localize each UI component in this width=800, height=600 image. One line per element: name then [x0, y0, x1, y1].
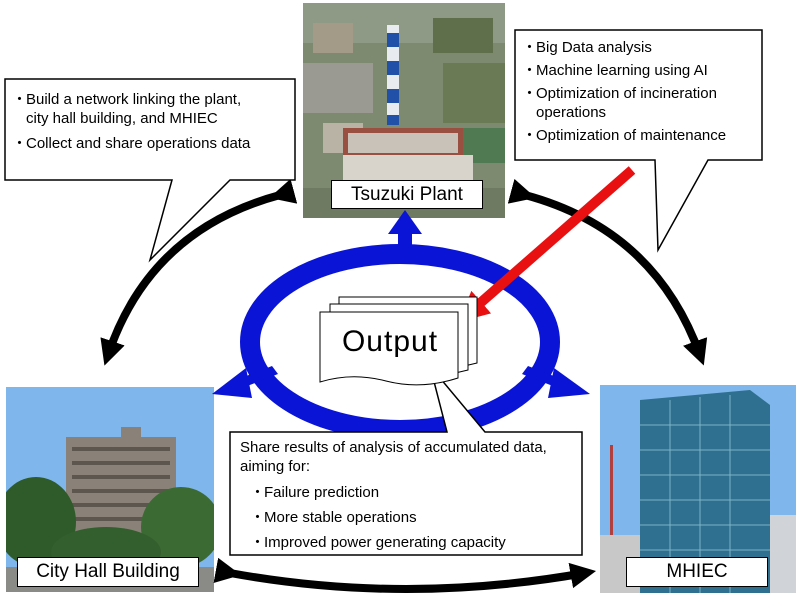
- left-callout-item: ・ Build a network linking the plant, cit…: [12, 90, 292, 128]
- right-callout-item: ・ Optimization of maintenance: [522, 126, 760, 145]
- cycle-arrow-cityhall-mhiec: [213, 557, 597, 593]
- cycle-arrows: [100, 178, 708, 593]
- right-callout-item-text: Optimization of incineration operations: [536, 85, 717, 121]
- left-callout-item-text: Collect and share operations data: [26, 135, 251, 152]
- bottom-callout: Share results of analysis of accumulated…: [240, 438, 576, 552]
- bullet-mark: ・: [250, 534, 266, 551]
- left-callout-box: [4, 78, 296, 263]
- bullet-mark: ・: [250, 484, 266, 501]
- ring-arrow-up: [398, 232, 412, 256]
- bottom-callout-box: [229, 365, 583, 556]
- output-label: Output: [341, 325, 439, 358]
- tsuzuki-plant-label: Tsuzuki Plant: [331, 180, 483, 209]
- bottom-callout-item-text: More stable operations: [264, 509, 417, 526]
- right-callout-box: [514, 29, 763, 253]
- bottom-callout-item: ・ More stable operations: [250, 508, 576, 527]
- right-callout-item: ・ Big Data analysis: [522, 38, 760, 57]
- right-callout: ・ Big Data analysis ・ Machine learning u…: [522, 38, 760, 145]
- ring-arrow-right-head: [548, 368, 590, 398]
- cycle-arrow-plant-mhiec: [507, 178, 708, 366]
- ring-output-arrows: [212, 210, 590, 398]
- ring-arrow-up-head: [388, 210, 422, 234]
- right-callout-item-text: Big Data analysis: [536, 39, 652, 56]
- bottom-callout-item-text: Improved power generating capacity: [264, 534, 506, 551]
- city-hall-label: City Hall Building: [17, 557, 199, 587]
- right-callout-item: ・ Optimization of incineration operation…: [522, 84, 760, 122]
- right-callout-item: ・ Machine learning using AI: [522, 61, 760, 80]
- bottom-callout-item: ・ Failure prediction: [250, 483, 576, 502]
- left-callout-item-text: Build a network linking the plant, city …: [26, 91, 242, 127]
- mhiec-label: MHIEC: [626, 557, 768, 587]
- bullet-mark: ・: [522, 39, 538, 56]
- cycle-arrow-plant-cityhall: [100, 178, 298, 366]
- output-document-stack: [319, 296, 478, 386]
- bullet-mark: ・: [12, 135, 28, 152]
- left-callout-item: ・ Collect and share operations data: [12, 134, 292, 153]
- analysis-red-arrow: [458, 166, 636, 322]
- bullet-mark: ・: [522, 127, 538, 144]
- ring-arrow-left-head: [212, 368, 252, 398]
- bullet-mark: ・: [250, 509, 266, 526]
- bottom-callout-intro: Share results of analysis of accumulated…: [240, 439, 547, 475]
- bullet-mark: ・: [522, 85, 538, 102]
- right-callout-item-text: Machine learning using AI: [536, 62, 708, 79]
- bottom-callout-item: ・ Improved power generating capacity: [250, 533, 576, 552]
- right-callout-item-text: Optimization of maintenance: [536, 127, 727, 144]
- bullet-mark: ・: [522, 62, 538, 79]
- left-callout: ・ Build a network linking the plant, cit…: [12, 90, 292, 153]
- bottom-callout-item-text: Failure prediction: [264, 484, 380, 501]
- bullet-mark: ・: [12, 91, 28, 108]
